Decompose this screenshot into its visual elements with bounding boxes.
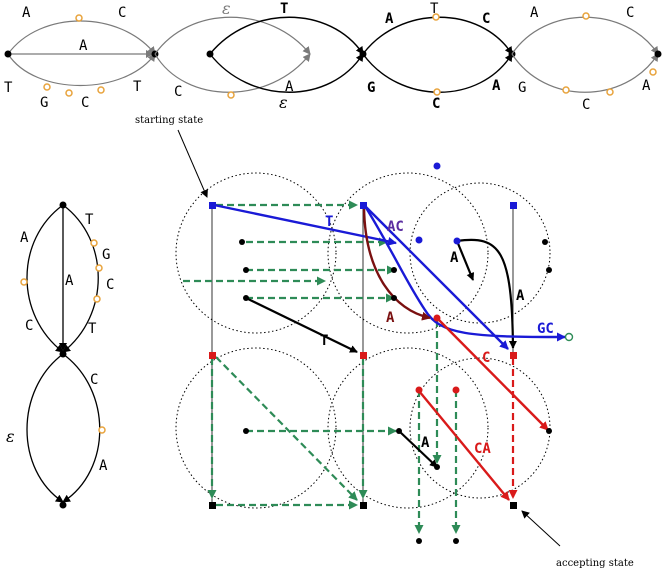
edge-label-t: T xyxy=(325,214,333,230)
state-node xyxy=(209,502,216,509)
left-c-lower-label: C xyxy=(90,372,98,388)
edge-label-a2: A xyxy=(516,288,525,304)
edge-label-a4: A xyxy=(421,435,430,451)
state-node xyxy=(360,202,367,209)
left-t-low-label: T xyxy=(88,321,97,337)
top-segment-1: A C A T G C T xyxy=(4,5,159,111)
state-node xyxy=(360,352,367,359)
state-node xyxy=(360,502,367,509)
left-t-top-label: T xyxy=(85,212,94,228)
top-seg5-a-label: A xyxy=(530,5,539,21)
top-seg4-c2-label: C xyxy=(432,96,440,112)
top-seg2-c-label: C xyxy=(174,84,182,100)
top-seg5-c-label: C xyxy=(626,5,634,21)
automaton-diagram: T AC A A A T GC C CA A starting state ac… xyxy=(135,115,634,569)
top-seg4-t-label: T xyxy=(430,1,439,17)
top-seg1-c2-label: C xyxy=(81,95,89,111)
darkred-edge xyxy=(362,206,431,321)
left-graph: A A T G C T C C ε A xyxy=(6,201,114,509)
state-node xyxy=(209,352,216,359)
edge-label-ac: AC xyxy=(387,219,404,235)
starting-state-note: starting state xyxy=(135,115,203,126)
top-seg1-g-label: G xyxy=(40,95,48,111)
top-seg1-c-label: C xyxy=(118,5,126,21)
top-seg4-a2-label: A xyxy=(492,78,501,94)
left-a-mid-label: A xyxy=(65,273,74,289)
top-segment-4: A T C G C A xyxy=(359,1,513,112)
dotted-circles xyxy=(175,172,551,509)
accepting-node xyxy=(510,502,517,509)
top-seg4-a-label: A xyxy=(385,11,394,27)
left-g-label: G xyxy=(102,247,110,263)
red-edges xyxy=(418,317,549,501)
green-dashed-edges xyxy=(183,200,461,534)
top-segment-5: A C G C A xyxy=(508,5,662,113)
top-seg1-mid-label: A xyxy=(79,38,88,54)
left-c-right-label: C xyxy=(106,277,114,293)
automaton-nodes xyxy=(209,162,574,544)
state-node xyxy=(510,202,517,209)
left-a-lower-label: A xyxy=(99,458,108,474)
edge-label-gc: GC xyxy=(537,321,554,337)
top-seg4-c-label: C xyxy=(482,11,490,27)
start-node xyxy=(209,202,216,209)
top-seg2-eps-label: ε xyxy=(222,0,231,18)
edge-label-ca: CA xyxy=(474,441,491,457)
top-segment-2: ε C xyxy=(154,0,311,100)
edge-label-t2: T xyxy=(320,333,328,349)
left-c-left-label: C xyxy=(25,318,33,334)
top-seg3-eps-label: ε xyxy=(279,93,288,112)
left-eps-label: ε xyxy=(6,427,15,446)
top-seg5-g-label: G xyxy=(518,80,526,96)
top-strip: A C A T G C T ε C T A ε xyxy=(4,0,662,113)
top-segment-3: T A ε xyxy=(206,1,364,112)
top-seg3-a-label: A xyxy=(285,79,294,95)
top-seg5-a2-label: A xyxy=(642,78,651,94)
top-seg4-g-label: G xyxy=(367,80,375,96)
state-node xyxy=(510,352,517,359)
top-seg5-c2-label: C xyxy=(582,97,590,113)
top-seg3-t-label: T xyxy=(280,1,288,17)
top-seg1-a-label: A xyxy=(22,5,31,21)
top-seg1-t2-label: T xyxy=(133,79,142,95)
edge-label-a3: A xyxy=(386,310,395,326)
edge-label-c: C xyxy=(482,350,490,366)
left-a-label: A xyxy=(20,230,29,246)
top-seg1-t-label: T xyxy=(4,80,13,96)
accepting-state-note: accepting state xyxy=(556,558,634,569)
black-edges xyxy=(245,238,517,468)
edge-label-a1: A xyxy=(450,250,459,266)
